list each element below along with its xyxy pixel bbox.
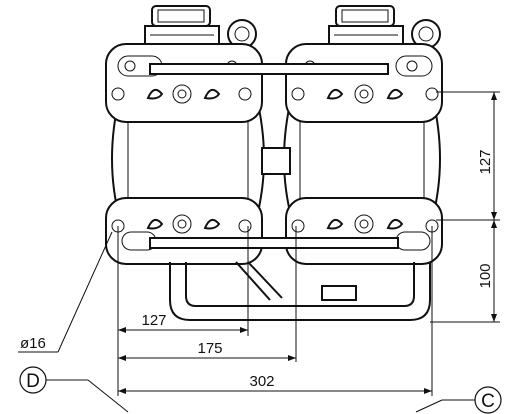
dimension-127-horizontal: 127 — [141, 312, 166, 329]
callout-c — [415, 386, 502, 414]
lower-piping — [169, 261, 431, 321]
horizontal-dimensions — [117, 226, 433, 396]
top-plate-right — [285, 43, 443, 123]
callout-d — [19, 366, 129, 413]
bottom-plate-left — [105, 197, 263, 265]
center-link — [261, 147, 291, 175]
callout-d-label: D — [26, 371, 40, 392]
dimension-302-horizontal: 302 — [249, 373, 274, 390]
top-plate-left — [105, 43, 263, 123]
hole-diameter-leader — [18, 231, 113, 353]
dimension-175-horizontal: 175 — [197, 340, 222, 357]
top-connector-left — [144, 5, 257, 49]
top-connector-right — [328, 5, 441, 49]
dimension-vertical-upper: 127 — [477, 149, 494, 174]
vertical-dimensions — [430, 91, 500, 323]
hole-diameter-label: ø16 — [20, 335, 46, 352]
connecting-rail — [149, 63, 399, 249]
callout-c-label: C — [481, 391, 495, 412]
bottom-plate-right — [285, 197, 443, 265]
dimension-vertical-lower: 100 — [477, 263, 494, 288]
